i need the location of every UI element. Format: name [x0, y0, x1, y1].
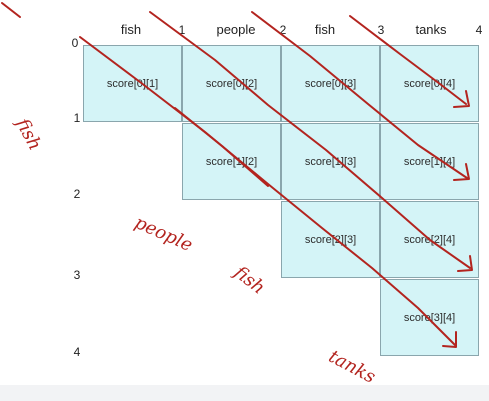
- cell-score-0-2: score[0][2]: [182, 45, 281, 122]
- cell-label: score[2][4]: [403, 233, 456, 246]
- cell-score-1-3: score[1][3]: [281, 123, 380, 200]
- cell-score-0-4: score[0][4]: [380, 45, 479, 122]
- column-index-2: 2: [279, 23, 287, 37]
- handwritten-label-fish: fish: [11, 115, 46, 154]
- column-word-fish: fish: [120, 22, 142, 37]
- row-index-3: 3: [73, 268, 81, 282]
- cell-score-0-1: score[0][1]: [83, 45, 182, 122]
- cell-label: score[2][3]: [304, 233, 357, 246]
- handwritten-label-fish-2: fish: [230, 262, 269, 299]
- cell-score-1-2: score[1][2]: [182, 123, 281, 200]
- footer-strip: [0, 385, 489, 401]
- cell-score-1-4: score[1][4]: [380, 123, 479, 200]
- row-index-0: 0: [71, 36, 79, 50]
- cell-score-3-4: score[3][4]: [380, 279, 479, 356]
- column-index-3: 3: [377, 23, 385, 37]
- cell-score-2-4: score[2][4]: [380, 201, 479, 278]
- row-index-4: 4: [73, 345, 81, 359]
- column-index-4: 4: [475, 23, 483, 37]
- column-word-fish-2: fish: [314, 22, 336, 37]
- cell-label: score[1][4]: [403, 155, 456, 168]
- cell-score-0-3: score[0][3]: [281, 45, 380, 122]
- handwritten-label-people: people: [131, 212, 196, 256]
- cell-label: score[0][1]: [106, 77, 159, 90]
- cell-label: score[0][3]: [304, 77, 357, 90]
- cell-label: score[1][3]: [304, 155, 357, 168]
- row-index-2: 2: [73, 187, 81, 201]
- cell-score-2-3: score[2][3]: [281, 201, 380, 278]
- row-index-1: 1: [73, 111, 81, 125]
- column-word-people: people: [216, 22, 256, 37]
- cell-label: score[0][4]: [403, 77, 456, 90]
- stroke-corner: [1, 2, 21, 18]
- column-word-tanks: tanks: [415, 22, 447, 37]
- column-index-1: 1: [178, 23, 186, 37]
- cell-label: score[0][2]: [205, 77, 258, 90]
- handwritten-label-tanks: tanks: [325, 346, 379, 388]
- cell-label: score[1][2]: [205, 155, 258, 168]
- cell-label: score[3][4]: [403, 311, 456, 324]
